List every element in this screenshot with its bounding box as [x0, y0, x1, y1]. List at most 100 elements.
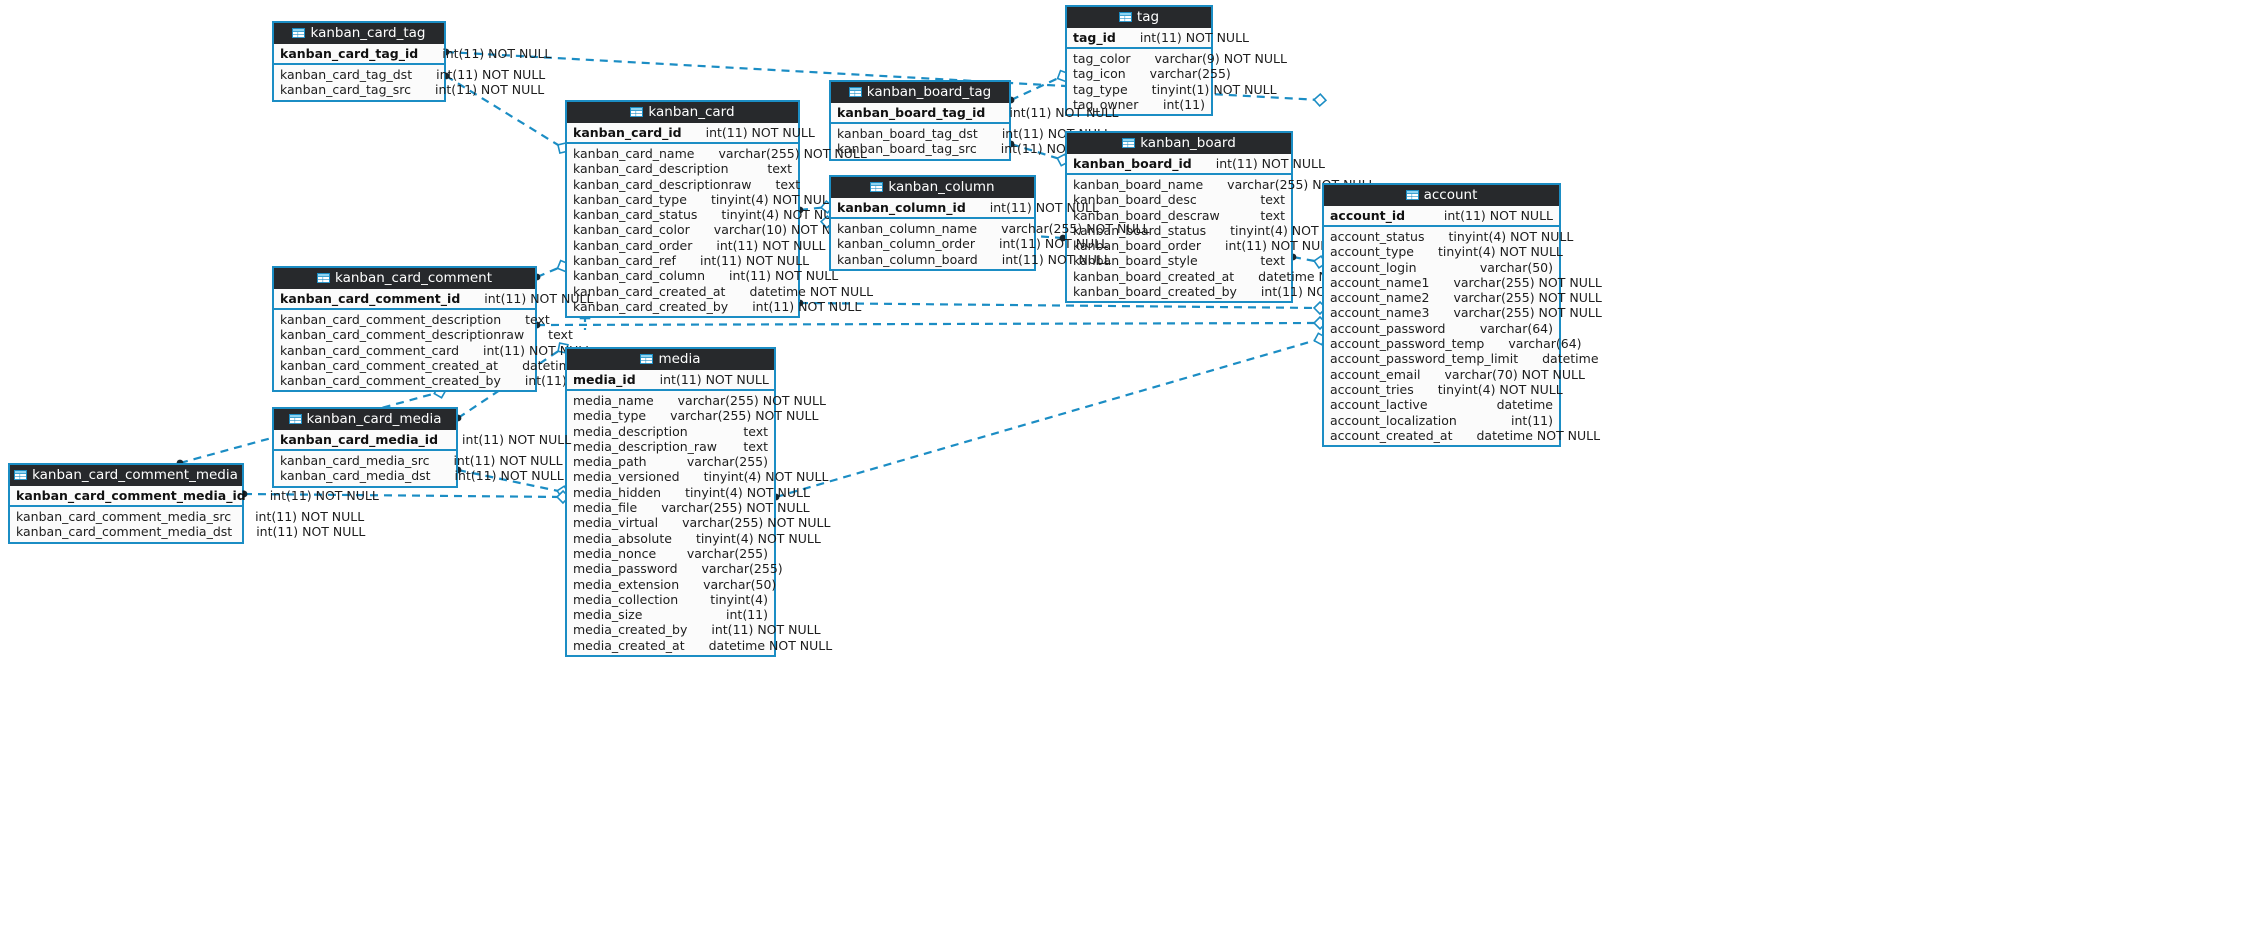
table-header-media[interactable]: media: [567, 349, 774, 370]
table-header-kanban_board_tag[interactable]: kanban_board_tag: [831, 82, 1009, 103]
table-header-kanban_card[interactable]: kanban_card: [567, 102, 798, 123]
table-header-kanban_card_tag[interactable]: kanban_card_tag: [274, 23, 444, 44]
table-header-kanban_card_comment[interactable]: kanban_card_comment: [274, 268, 535, 289]
table-header-kanban_card_media[interactable]: kanban_card_media: [274, 409, 456, 430]
table-header-tag[interactable]: tag: [1067, 7, 1211, 28]
table-header-kanban_card_comment_media[interactable]: kanban_card_comment_media: [10, 465, 242, 486]
table-header-kanban_board[interactable]: kanban_board: [1067, 133, 1291, 154]
table-header-kanban_column[interactable]: kanban_column: [831, 177, 1034, 198]
table-header-account[interactable]: account: [1324, 185, 1559, 206]
